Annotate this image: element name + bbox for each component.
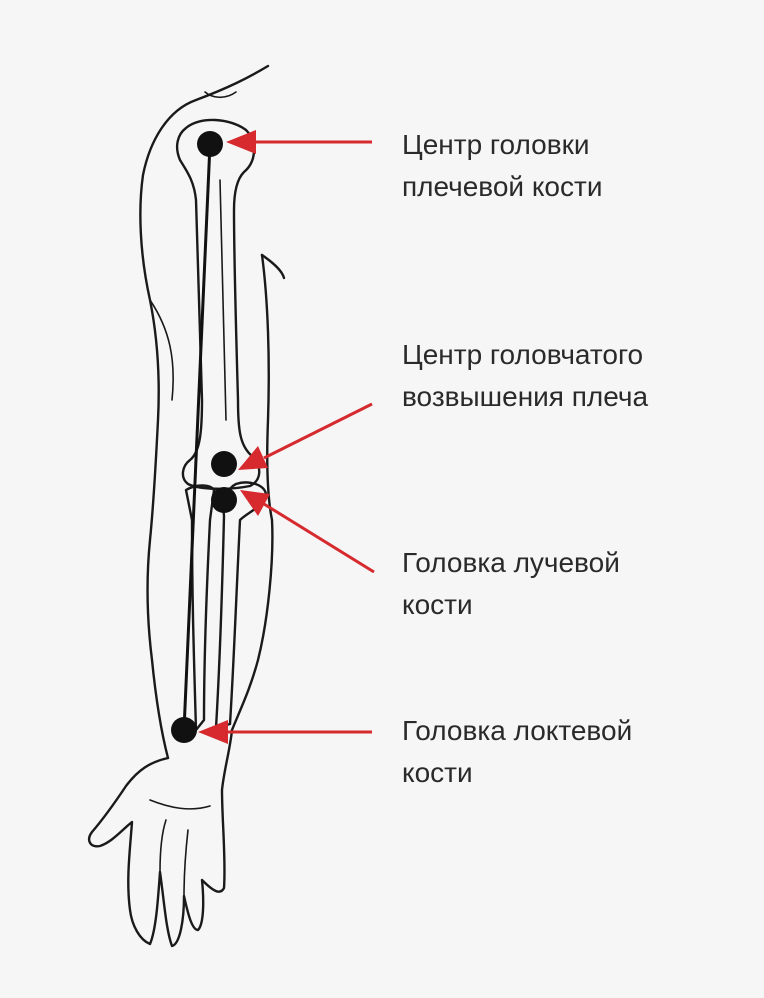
radial-head-marker	[211, 487, 237, 513]
capitulum-marker	[211, 451, 237, 477]
arrow-humeral-head	[226, 130, 372, 154]
humerus-bone	[177, 120, 259, 489]
label-humeral-head-line2: плечевой кости	[402, 166, 602, 208]
hand	[89, 730, 232, 946]
arrow-ulnar-head	[198, 720, 372, 744]
label-radial-head: Головка лучевой кости	[402, 542, 620, 626]
label-capitulum: Центр головчатого возвышения плеча	[402, 334, 648, 418]
label-ulnar-head: Головка локтевой кости	[402, 710, 632, 794]
ulnar-head-marker	[171, 717, 197, 743]
label-humeral-head-line1: Центр головки	[402, 124, 602, 166]
arrow-radial-head	[240, 490, 374, 572]
forearm-bones	[186, 482, 266, 730]
label-capitulum-line2: возвышения плеча	[402, 376, 648, 418]
label-capitulum-line1: Центр головчатого	[402, 334, 648, 376]
label-ulnar-head-line2: кости	[402, 752, 632, 794]
label-humeral-head: Центр головки плечевой кости	[402, 124, 602, 208]
label-radial-head-line2: кости	[402, 584, 620, 626]
label-ulnar-head-line1: Головка локтевой	[402, 710, 632, 752]
arm-outline	[140, 66, 284, 758]
humeral-head-marker	[197, 131, 223, 157]
label-radial-head-line1: Головка лучевой	[402, 542, 620, 584]
arrow-capitulum	[238, 404, 372, 470]
